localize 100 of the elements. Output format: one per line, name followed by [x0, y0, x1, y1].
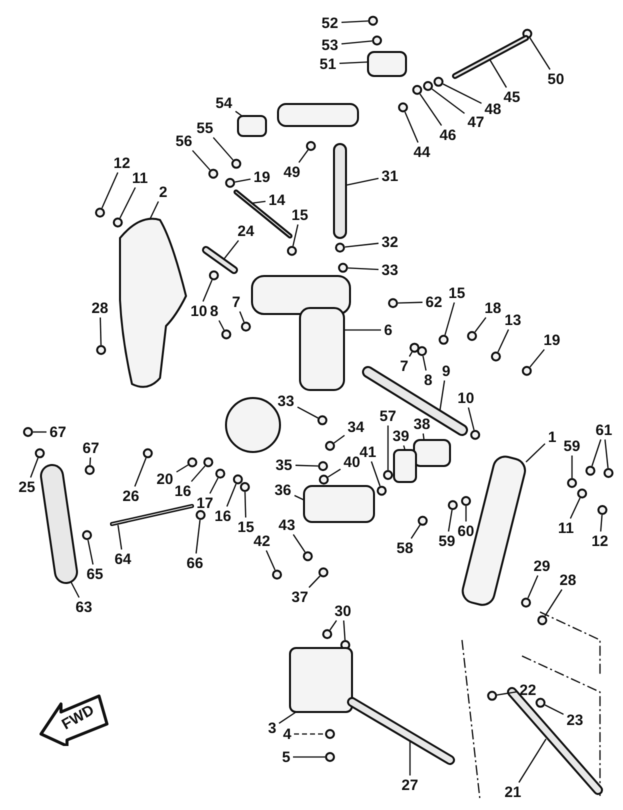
callout-number: 33 — [380, 262, 400, 278]
leader-line — [348, 267, 379, 270]
callout-number: 11 — [557, 520, 575, 536]
callout-number: 64 — [114, 552, 132, 566]
callout-number: 54 — [214, 96, 234, 110]
callout-number: 15 — [448, 286, 466, 300]
round-part-drawing — [196, 510, 206, 520]
leader-line — [89, 457, 92, 466]
callout-number: 10 — [456, 390, 476, 406]
block-part-drawing — [237, 115, 267, 137]
leader-line — [496, 691, 517, 696]
leader-line — [295, 464, 318, 467]
leader-line — [190, 466, 206, 482]
callout-number: 50 — [546, 72, 566, 86]
leader-line — [119, 187, 136, 218]
leader-line — [101, 172, 118, 208]
callout-number: 42 — [252, 534, 272, 548]
round-part-drawing — [325, 440, 335, 451]
round-part-drawing — [82, 530, 92, 540]
leader-line — [398, 302, 423, 304]
leader-line — [239, 311, 245, 322]
callout-number: 33 — [276, 394, 296, 408]
callout-number: 66 — [186, 556, 204, 570]
leader-line — [339, 61, 368, 64]
callout-number: 63 — [74, 600, 94, 614]
round-part-drawing — [325, 752, 335, 762]
round-part-drawing — [467, 331, 477, 341]
leader-line — [571, 456, 573, 478]
leader-line — [489, 60, 507, 88]
leader-line — [346, 178, 379, 186]
round-part-drawing — [240, 482, 250, 492]
callout-number: 14 — [268, 192, 286, 208]
leader-line — [195, 520, 201, 554]
callout-number: 24 — [236, 224, 256, 238]
leader-line — [292, 534, 306, 552]
callout-number: 11 — [131, 170, 149, 186]
round-part-drawing — [522, 28, 532, 39]
callout-number: 27 — [400, 778, 420, 792]
callout-number: 44 — [412, 144, 432, 160]
round-part-drawing — [388, 298, 398, 308]
round-part-drawing — [448, 500, 458, 510]
leader-line — [448, 510, 453, 532]
leader-line — [408, 352, 413, 357]
callout-number: 67 — [48, 424, 68, 440]
callout-number: 12 — [112, 156, 132, 170]
round-part-drawing — [142, 448, 153, 458]
round-part-drawing — [434, 76, 444, 87]
callout-number: 18 — [484, 300, 502, 316]
round-part-drawing — [412, 84, 422, 95]
callout-number: 17 — [196, 496, 214, 510]
leader-line — [439, 380, 446, 410]
round-part-drawing — [325, 729, 335, 739]
callout-number: 59 — [562, 438, 582, 454]
callout-number: 20 — [156, 472, 174, 486]
callout-number: 10 — [190, 304, 208, 318]
round-part-drawing — [302, 551, 313, 562]
callout-number: 6 — [383, 322, 394, 338]
leader-line — [298, 150, 309, 163]
part-drawing — [452, 35, 529, 79]
callout-number: 19 — [252, 170, 272, 184]
callout-number: 25 — [18, 480, 36, 494]
leader-line — [344, 329, 381, 331]
round-part-drawing — [567, 478, 577, 488]
callout-number: 30 — [334, 604, 352, 618]
round-part-drawing — [335, 242, 345, 253]
round-part-drawing — [306, 141, 316, 151]
callout-number: 1 — [547, 430, 558, 444]
leader-line — [410, 524, 421, 539]
leader-line — [444, 302, 455, 336]
leader-line — [100, 317, 102, 346]
round-part-drawing — [536, 698, 546, 708]
callout-number: 7 — [399, 358, 410, 374]
callout-number: 55 — [196, 120, 214, 136]
round-part-drawing — [95, 208, 105, 218]
leader-line — [419, 94, 442, 126]
leader-line — [297, 406, 318, 419]
part-drawing — [347, 697, 455, 765]
callout-number: 62 — [424, 294, 444, 310]
callout-number: 45 — [502, 90, 522, 104]
leader-line — [209, 478, 219, 494]
leader-line — [134, 458, 147, 487]
round-part-drawing — [318, 461, 328, 472]
callout-number: 32 — [380, 234, 400, 250]
leader-line — [544, 589, 562, 616]
leader-line — [529, 38, 551, 70]
forward-arrow-sign: FWD — [39, 694, 111, 746]
leader-line — [409, 741, 411, 776]
callout-number: 37 — [290, 590, 310, 604]
callout-number: 19 — [542, 332, 562, 348]
leader-line — [341, 20, 368, 24]
round-part-drawing — [96, 345, 106, 355]
round-part-drawing — [221, 329, 232, 340]
round-part-drawing — [272, 570, 282, 580]
leader-line — [33, 431, 46, 433]
leader-line — [591, 439, 602, 466]
leader-line — [328, 468, 341, 478]
leader-line — [218, 320, 225, 330]
leader-line — [527, 575, 538, 598]
leader-line — [343, 620, 346, 640]
part-drawing — [40, 464, 78, 584]
